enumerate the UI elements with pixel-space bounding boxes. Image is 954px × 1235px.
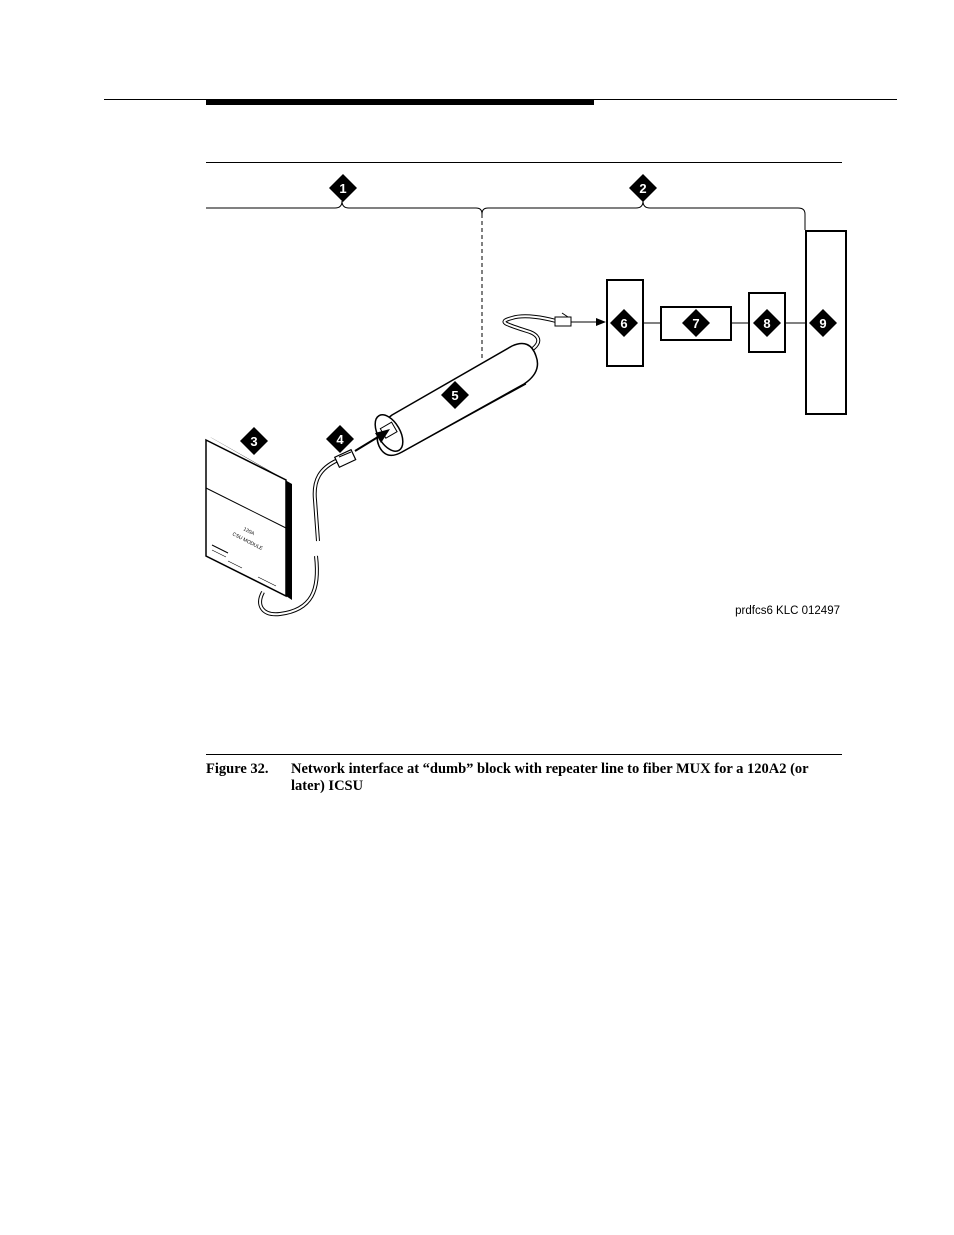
plug-arrow-head — [596, 318, 606, 326]
caption-text: Network interface at “dumb” block with r… — [291, 761, 809, 794]
callout-5-label: 5 — [451, 388, 458, 403]
header-thick-rule — [206, 99, 594, 105]
module-cable-upper — [312, 458, 339, 542]
callout-2: 2 — [629, 174, 657, 202]
figure-bottom-rule — [206, 754, 842, 755]
bracket-2 — [481, 200, 806, 230]
callout-8: 8 — [753, 309, 781, 337]
callout-4: 4 — [326, 425, 354, 453]
module-arrow-line — [354, 436, 379, 452]
callout-1: 1 — [329, 174, 357, 202]
figure-top-rule — [206, 162, 842, 163]
callout-3: 3 — [240, 427, 268, 455]
callout-7: 7 — [682, 309, 710, 337]
rj48-plug-network — [554, 312, 572, 327]
callout-3-label: 3 — [250, 434, 257, 449]
figure-credit: prdfcs6 KLC 012497 — [735, 605, 840, 617]
bracket-1 — [206, 200, 483, 215]
callout-7-label: 7 — [692, 316, 699, 331]
callout-2-label: 2 — [639, 181, 646, 196]
rj48-plug-module — [333, 448, 357, 469]
callout-6: 6 — [610, 309, 638, 337]
module-arrow-head — [375, 429, 390, 443]
callout-5: 5 — [441, 381, 469, 409]
caption-label: Figure 32. — [206, 761, 269, 777]
callout-1-label: 1 — [339, 181, 346, 196]
module-label-line1: 120A — [242, 526, 256, 537]
callout-9-label: 9 — [819, 316, 826, 331]
callout-6-label: 6 — [620, 316, 627, 331]
callout-4-label: 4 — [336, 432, 344, 447]
callout-9: 9 — [809, 309, 837, 337]
csu-module: 120A CSU MODULE — [205, 437, 292, 600]
callout-8-label: 8 — [763, 316, 770, 331]
